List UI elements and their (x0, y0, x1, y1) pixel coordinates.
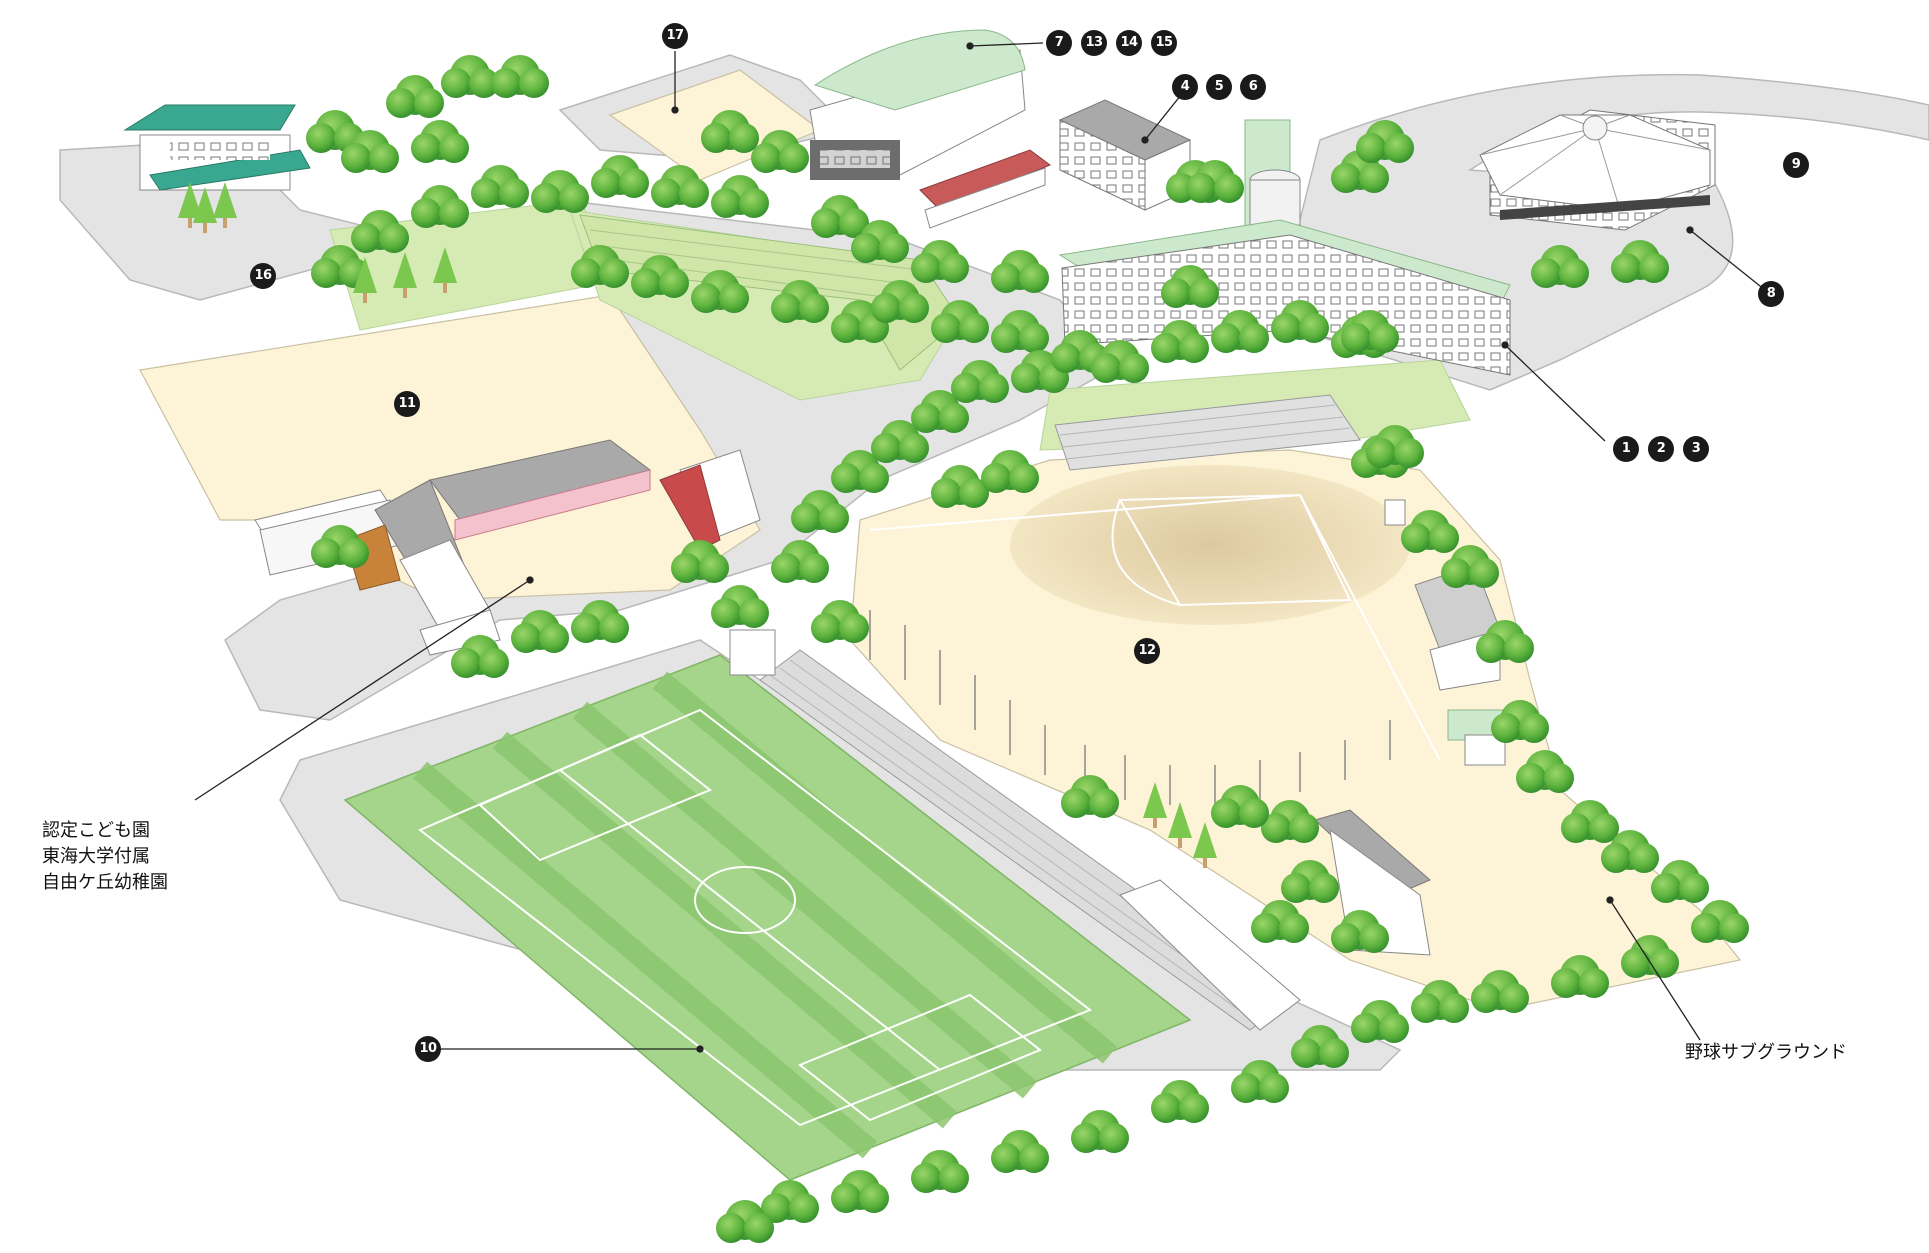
arena-8 (1479, 109, 1716, 231)
building-16 (123, 104, 311, 191)
marker-12[interactable]: 12 (1134, 638, 1160, 664)
building-456 (1058, 99, 1192, 211)
marker-16[interactable]: 16 (250, 263, 276, 289)
label-kindergarten-line2: 東海大学付属 (42, 846, 150, 867)
clubhouse (1314, 499, 1506, 956)
marker-3[interactable]: 3 (1683, 436, 1709, 462)
kindergarten-building (254, 439, 761, 656)
label-baseball-sub-ground: 野球サブグラウンド (1685, 1042, 1847, 1063)
marker-9[interactable]: 9 (1783, 152, 1809, 178)
marker-2[interactable]: 2 (1648, 436, 1674, 462)
marker-15[interactable]: 15 (1151, 30, 1177, 56)
marker-1[interactable]: 1 (1613, 436, 1639, 462)
marker-13[interactable]: 13 (1081, 30, 1107, 56)
marker-6[interactable]: 6 (1240, 74, 1266, 100)
leader-lines (194, 42, 1766, 1053)
marker-8[interactable]: 8 (1758, 281, 1784, 307)
label-kindergarten-line1: 認定こども園 (42, 820, 150, 841)
marker-14[interactable]: 14 (1116, 30, 1142, 56)
marker-17[interactable]: 17 (662, 23, 688, 49)
soccer-field (343, 654, 1192, 1181)
marker-4[interactable]: 4 (1172, 74, 1198, 100)
label-kindergarten-line3: 自由ケ丘幼稚園 (42, 872, 168, 893)
marker-11[interactable]: 11 (394, 391, 420, 417)
red-roof-building (919, 149, 1052, 229)
marker-10[interactable]: 10 (415, 1036, 441, 1062)
marker-7[interactable]: 7 (1046, 30, 1072, 56)
marker-5[interactable]: 5 (1206, 74, 1232, 100)
baseball-stands (1054, 394, 1361, 471)
label-kindergarten: 認定こども園 東海大学付属 自由ケ丘幼稚園 (42, 818, 168, 896)
soccer-stands (729, 629, 1301, 1031)
baseball-field (869, 465, 1441, 761)
gymnasium (809, 29, 1026, 180)
